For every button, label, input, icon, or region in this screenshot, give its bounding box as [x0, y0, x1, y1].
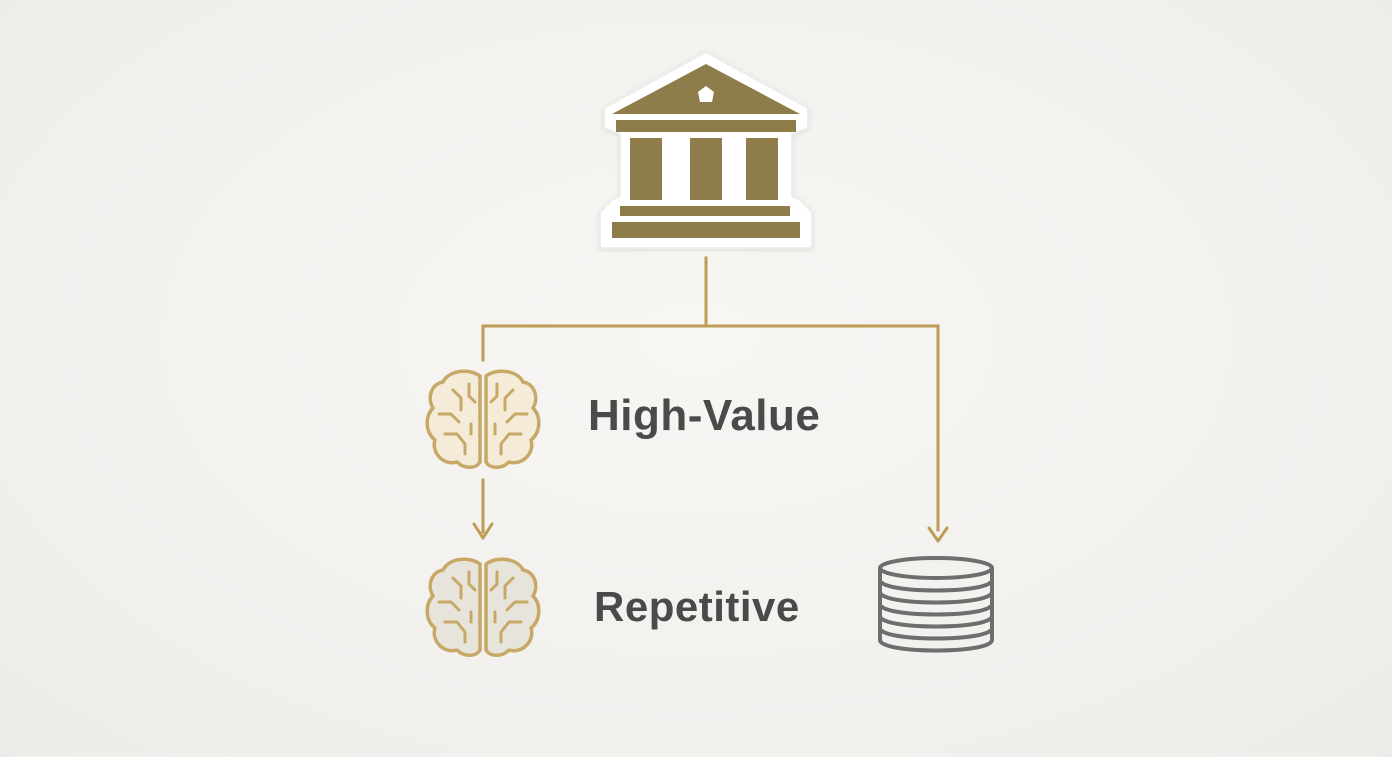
bank-building-icon: [599, 51, 813, 249]
repetitive-label: Repetitive: [594, 583, 800, 630]
arrow-heads: [472, 522, 949, 543]
brain-icon: [425, 369, 541, 469]
connector-lines: [481, 256, 940, 534]
high-value-label: High-Value: [588, 391, 821, 440]
coin-stack-icon: [878, 556, 994, 653]
arrow-down-icon: [927, 526, 949, 543]
brain-icon: [425, 557, 541, 657]
arrow-down-icon: [472, 522, 494, 540]
